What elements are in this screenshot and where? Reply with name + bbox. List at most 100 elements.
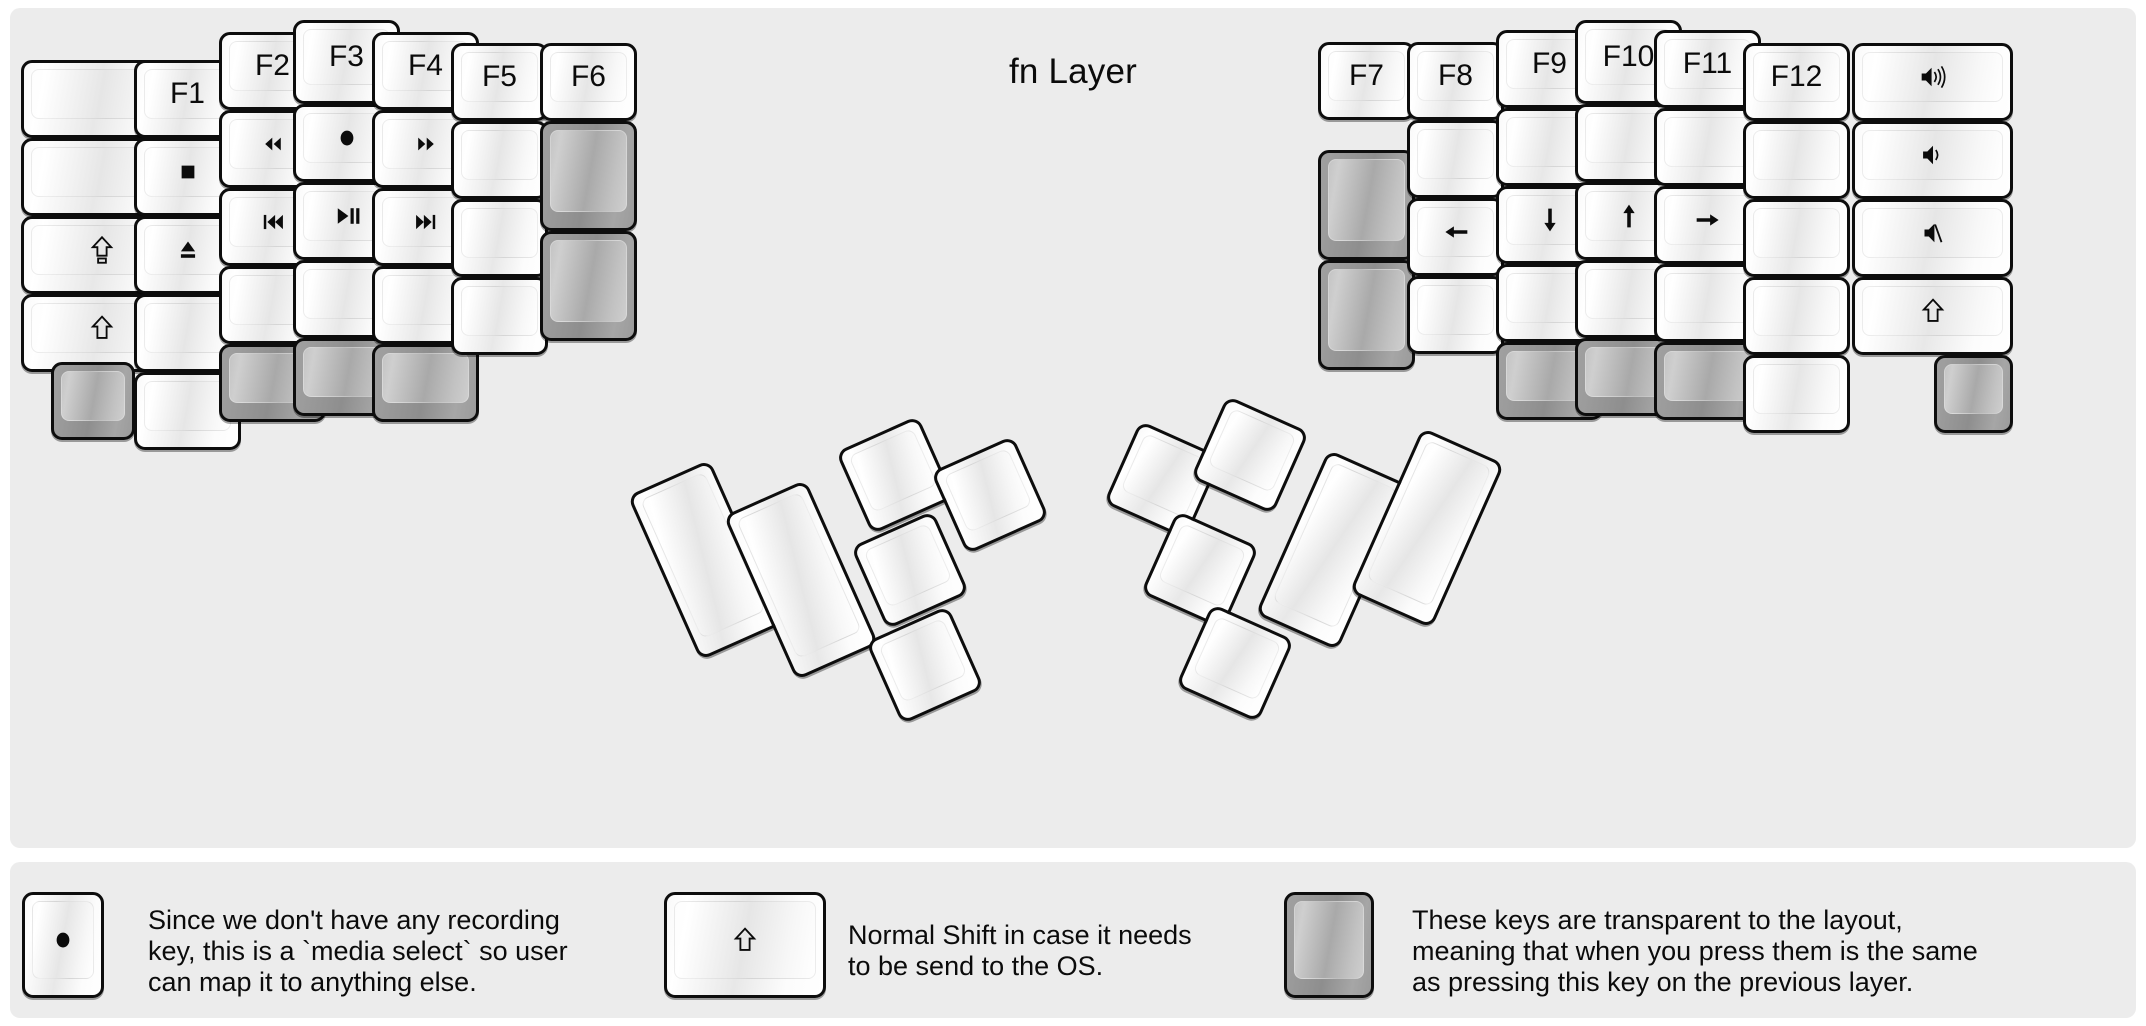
volume-up-icon [1916,60,1950,94]
keycap-surface [1664,117,1751,167]
keycap-surface [550,240,627,322]
keycap-surface [1753,286,1840,336]
keycap-label: F4 [407,49,443,82]
keycap-surface [1944,364,2003,414]
key-right-c2r2[interactable] [1407,120,1504,198]
legend-panel [10,862,2136,1018]
keycap-surface [461,208,538,258]
key-left-c6r2[interactable] [451,121,548,199]
key-left-c7r3[interactable] [540,231,637,341]
keycap-label: F12 [1770,60,1823,93]
keycap-surface [382,353,469,403]
keycap-surface [1862,130,2003,180]
key-right-c7r4[interactable] [1852,277,2013,355]
keycap-surface [461,130,538,180]
keycap-label: F7 [1348,59,1384,92]
key-left-c5r5[interactable] [372,344,479,422]
play-pause-icon [330,199,364,233]
page-title: fn Layer [1008,52,1138,91]
key-left-c7r1[interactable]: F6 [540,43,637,121]
keycap-surface [863,522,953,608]
shift-icon [1916,294,1950,328]
volume-mute-icon [1916,216,1950,250]
key-left-c6r1[interactable]: F5 [451,43,548,121]
key-right-c2r3[interactable] [1407,198,1504,276]
legend-shift-key-sample[interactable] [664,892,826,998]
key-right-c7r3[interactable] [1852,199,2013,277]
keycap-surface [674,901,816,979]
fast-forward-icon [409,127,443,161]
keycap-surface [144,225,231,275]
keycap-label: F2 [254,49,290,82]
legend-transparent-key-sample[interactable] [1284,892,1374,998]
keycap-surface [1328,269,1405,351]
eject-icon [171,233,205,267]
keycap-surface [32,901,94,979]
keycap-surface [1328,159,1405,241]
arrow-up-icon [1612,199,1646,233]
keycap-label: F5 [481,60,517,93]
key-right-c6r5[interactable] [1743,355,1850,433]
key-right-c6r1[interactable]: F12 [1743,43,1850,121]
keycap-surface [1192,615,1282,701]
keycap-label: F8 [1437,59,1473,92]
key-right-c6r4[interactable] [1743,277,1850,355]
key-right-c6r2[interactable] [1743,121,1850,199]
arrow-down-icon [1533,203,1567,237]
keycap-surface: F1 [144,69,231,119]
arrow-right-icon [1691,203,1725,237]
keycap-label: F6 [570,60,606,93]
keycap-surface [878,617,968,703]
key-left-c6r4[interactable] [451,277,548,355]
keycap-surface [1753,364,1840,414]
keycap-surface [1753,208,1840,258]
key-right-c6r3[interactable] [1743,199,1850,277]
key-right-c2r1[interactable]: F8 [1407,42,1504,120]
shift-icon [728,923,762,957]
keycap-surface [848,427,938,513]
keycap-surface [1753,130,1840,180]
key-left-c7r2[interactable] [540,121,637,231]
keycap-label: F1 [169,77,205,110]
keycap-surface [144,381,231,431]
keycap-surface: F8 [1417,51,1494,101]
keycap-label: F9 [1531,47,1567,80]
key-right-c7r2[interactable] [1852,121,2013,199]
volume-down-icon [1916,138,1950,172]
keycap-surface [1664,195,1751,245]
prev-track-icon [256,205,290,239]
keycap-surface [1207,407,1297,493]
keycap-label: F3 [328,40,364,73]
record-icon [46,923,80,957]
key-right-c1r2[interactable] [1318,150,1415,260]
keycap-surface [1417,129,1494,179]
keycap-surface [1417,285,1494,335]
key-right-c1r3[interactable] [1318,260,1415,370]
legend-shift-key-text: Normal Shift in case it needs to be send… [848,920,1192,981]
keycap-surface: F6 [550,52,627,102]
caps-lock-icon [85,233,119,267]
stop-icon [171,155,205,189]
keycap-surface [144,147,231,197]
keycap-surface [550,130,627,212]
key-left-c6r3[interactable] [451,199,548,277]
keycap-surface [1664,351,1751,401]
key-right-c1r1[interactable]: F7 [1318,42,1415,120]
record-icon [330,121,364,155]
keycap-label: F11 [1682,47,1733,80]
keycap-surface [1294,901,1364,979]
keycap-surface: F7 [1328,51,1405,101]
legend-record-key-text: Since we don't have any recording key, t… [148,905,568,997]
legend-record-key-sample[interactable] [22,892,104,998]
keycap-surface [1862,286,2003,336]
keycap-surface: F5 [461,52,538,102]
keycap-label: F10 [1602,40,1655,73]
key-right-c2r4[interactable] [1407,276,1504,354]
key-left-r5c1[interactable] [51,362,135,440]
key-right-c7r1[interactable] [1852,43,2013,121]
keycap-surface [1862,208,2003,258]
keycap-surface [1862,52,2003,102]
keycap-surface [1157,522,1247,608]
key-right-c7r5[interactable] [1934,355,2013,433]
legend-transparent-key-text: These keys are transparent to the layout… [1412,905,1978,997]
